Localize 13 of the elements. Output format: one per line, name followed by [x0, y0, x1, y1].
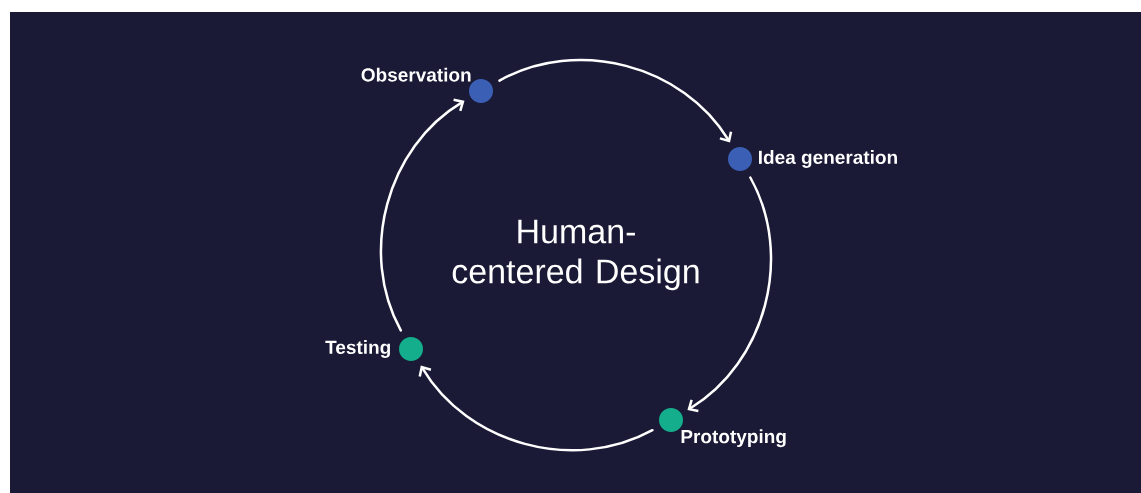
node-label: Prototyping: [681, 429, 786, 448]
arrow: [379, 98, 465, 332]
dot-node: Idea generation: [728, 147, 897, 171]
dot-node: Prototyping: [659, 408, 786, 448]
node-label: Testing: [325, 340, 391, 358]
arrow: [498, 58, 733, 143]
node-label: Observation: [361, 67, 471, 82]
title: Human-centered Design: [452, 219, 699, 291]
arrow: [687, 176, 773, 413]
node-label: Idea generation: [759, 150, 897, 168]
dot-node: Testing: [325, 337, 423, 361]
arrow: [418, 365, 654, 452]
dot-node: Observation: [361, 67, 493, 103]
